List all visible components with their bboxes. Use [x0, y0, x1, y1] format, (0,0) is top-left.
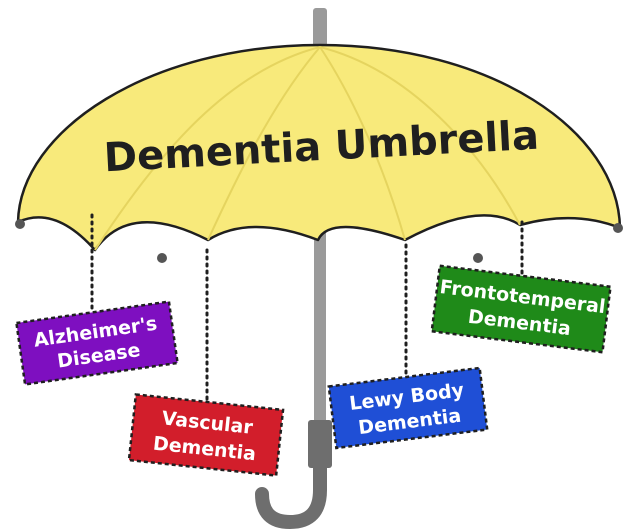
tag-frontotemporal: Frontotemperal Dementia: [432, 266, 611, 352]
tag-lewy-body: Lewy Body Dementia: [329, 368, 487, 448]
rib-tip-2: [157, 253, 167, 263]
tag-alzheimers: Alzheimer's Disease: [16, 302, 177, 385]
rib-tip-3: [473, 253, 483, 263]
rib-tip-1: [15, 219, 25, 229]
tag-vascular: Vascular Dementia: [129, 394, 283, 475]
rib-tip-4: [613, 223, 623, 233]
